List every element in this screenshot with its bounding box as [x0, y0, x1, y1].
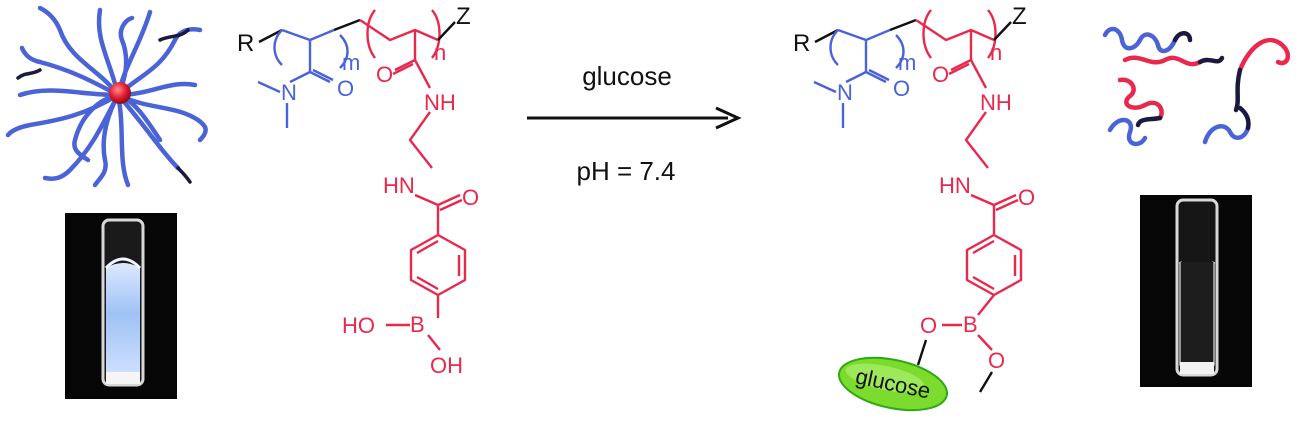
- right-o-ester1: O: [920, 313, 937, 338]
- right-polymer-structure: R m O N n Z O NH HN O B O: [793, 3, 1035, 393]
- reagent-label: glucose: [582, 61, 672, 91]
- clear-vial-icon: [1140, 195, 1252, 387]
- condition-label: pH = 7.4: [576, 156, 675, 186]
- right-nh-top: NH: [980, 90, 1012, 115]
- right-z-group: Z: [1012, 3, 1027, 30]
- reaction-arrow-icon: [527, 106, 742, 130]
- right-o-blue: O: [893, 76, 910, 101]
- left-r-group: R: [237, 30, 254, 57]
- left-hn: HN: [383, 173, 415, 198]
- left-o-blue: O: [337, 76, 354, 101]
- left-o-amide: O: [462, 185, 479, 210]
- right-sub-m: m: [898, 50, 916, 75]
- free-chains-icon: [1102, 26, 1291, 147]
- right-sub-n: n: [990, 40, 1002, 65]
- right-o-red: O: [932, 62, 949, 87]
- right-n-atom: N: [837, 80, 853, 105]
- turbid-vial-icon: [65, 213, 177, 399]
- right-boron: B: [963, 312, 978, 337]
- left-boron: B: [410, 312, 425, 337]
- left-sub-m: m: [342, 50, 360, 75]
- left-oh: OH: [430, 353, 463, 378]
- right-o-amide: O: [1018, 185, 1035, 210]
- right-hn: HN: [939, 173, 971, 198]
- micelle-icon: [5, 5, 208, 188]
- left-sub-n: n: [434, 40, 446, 65]
- left-nh-top: NH: [424, 90, 456, 115]
- right-o-ester2: O: [988, 348, 1005, 373]
- left-polymer-structure: R m O N n Z O NH HN O: [237, 3, 479, 378]
- glucose-oval: glucose: [837, 356, 949, 412]
- right-r-group: R: [793, 30, 810, 57]
- left-ho: HO: [342, 313, 375, 338]
- left-z-group: Z: [456, 3, 471, 30]
- left-o-red: O: [376, 62, 393, 87]
- left-n-atom: N: [281, 80, 297, 105]
